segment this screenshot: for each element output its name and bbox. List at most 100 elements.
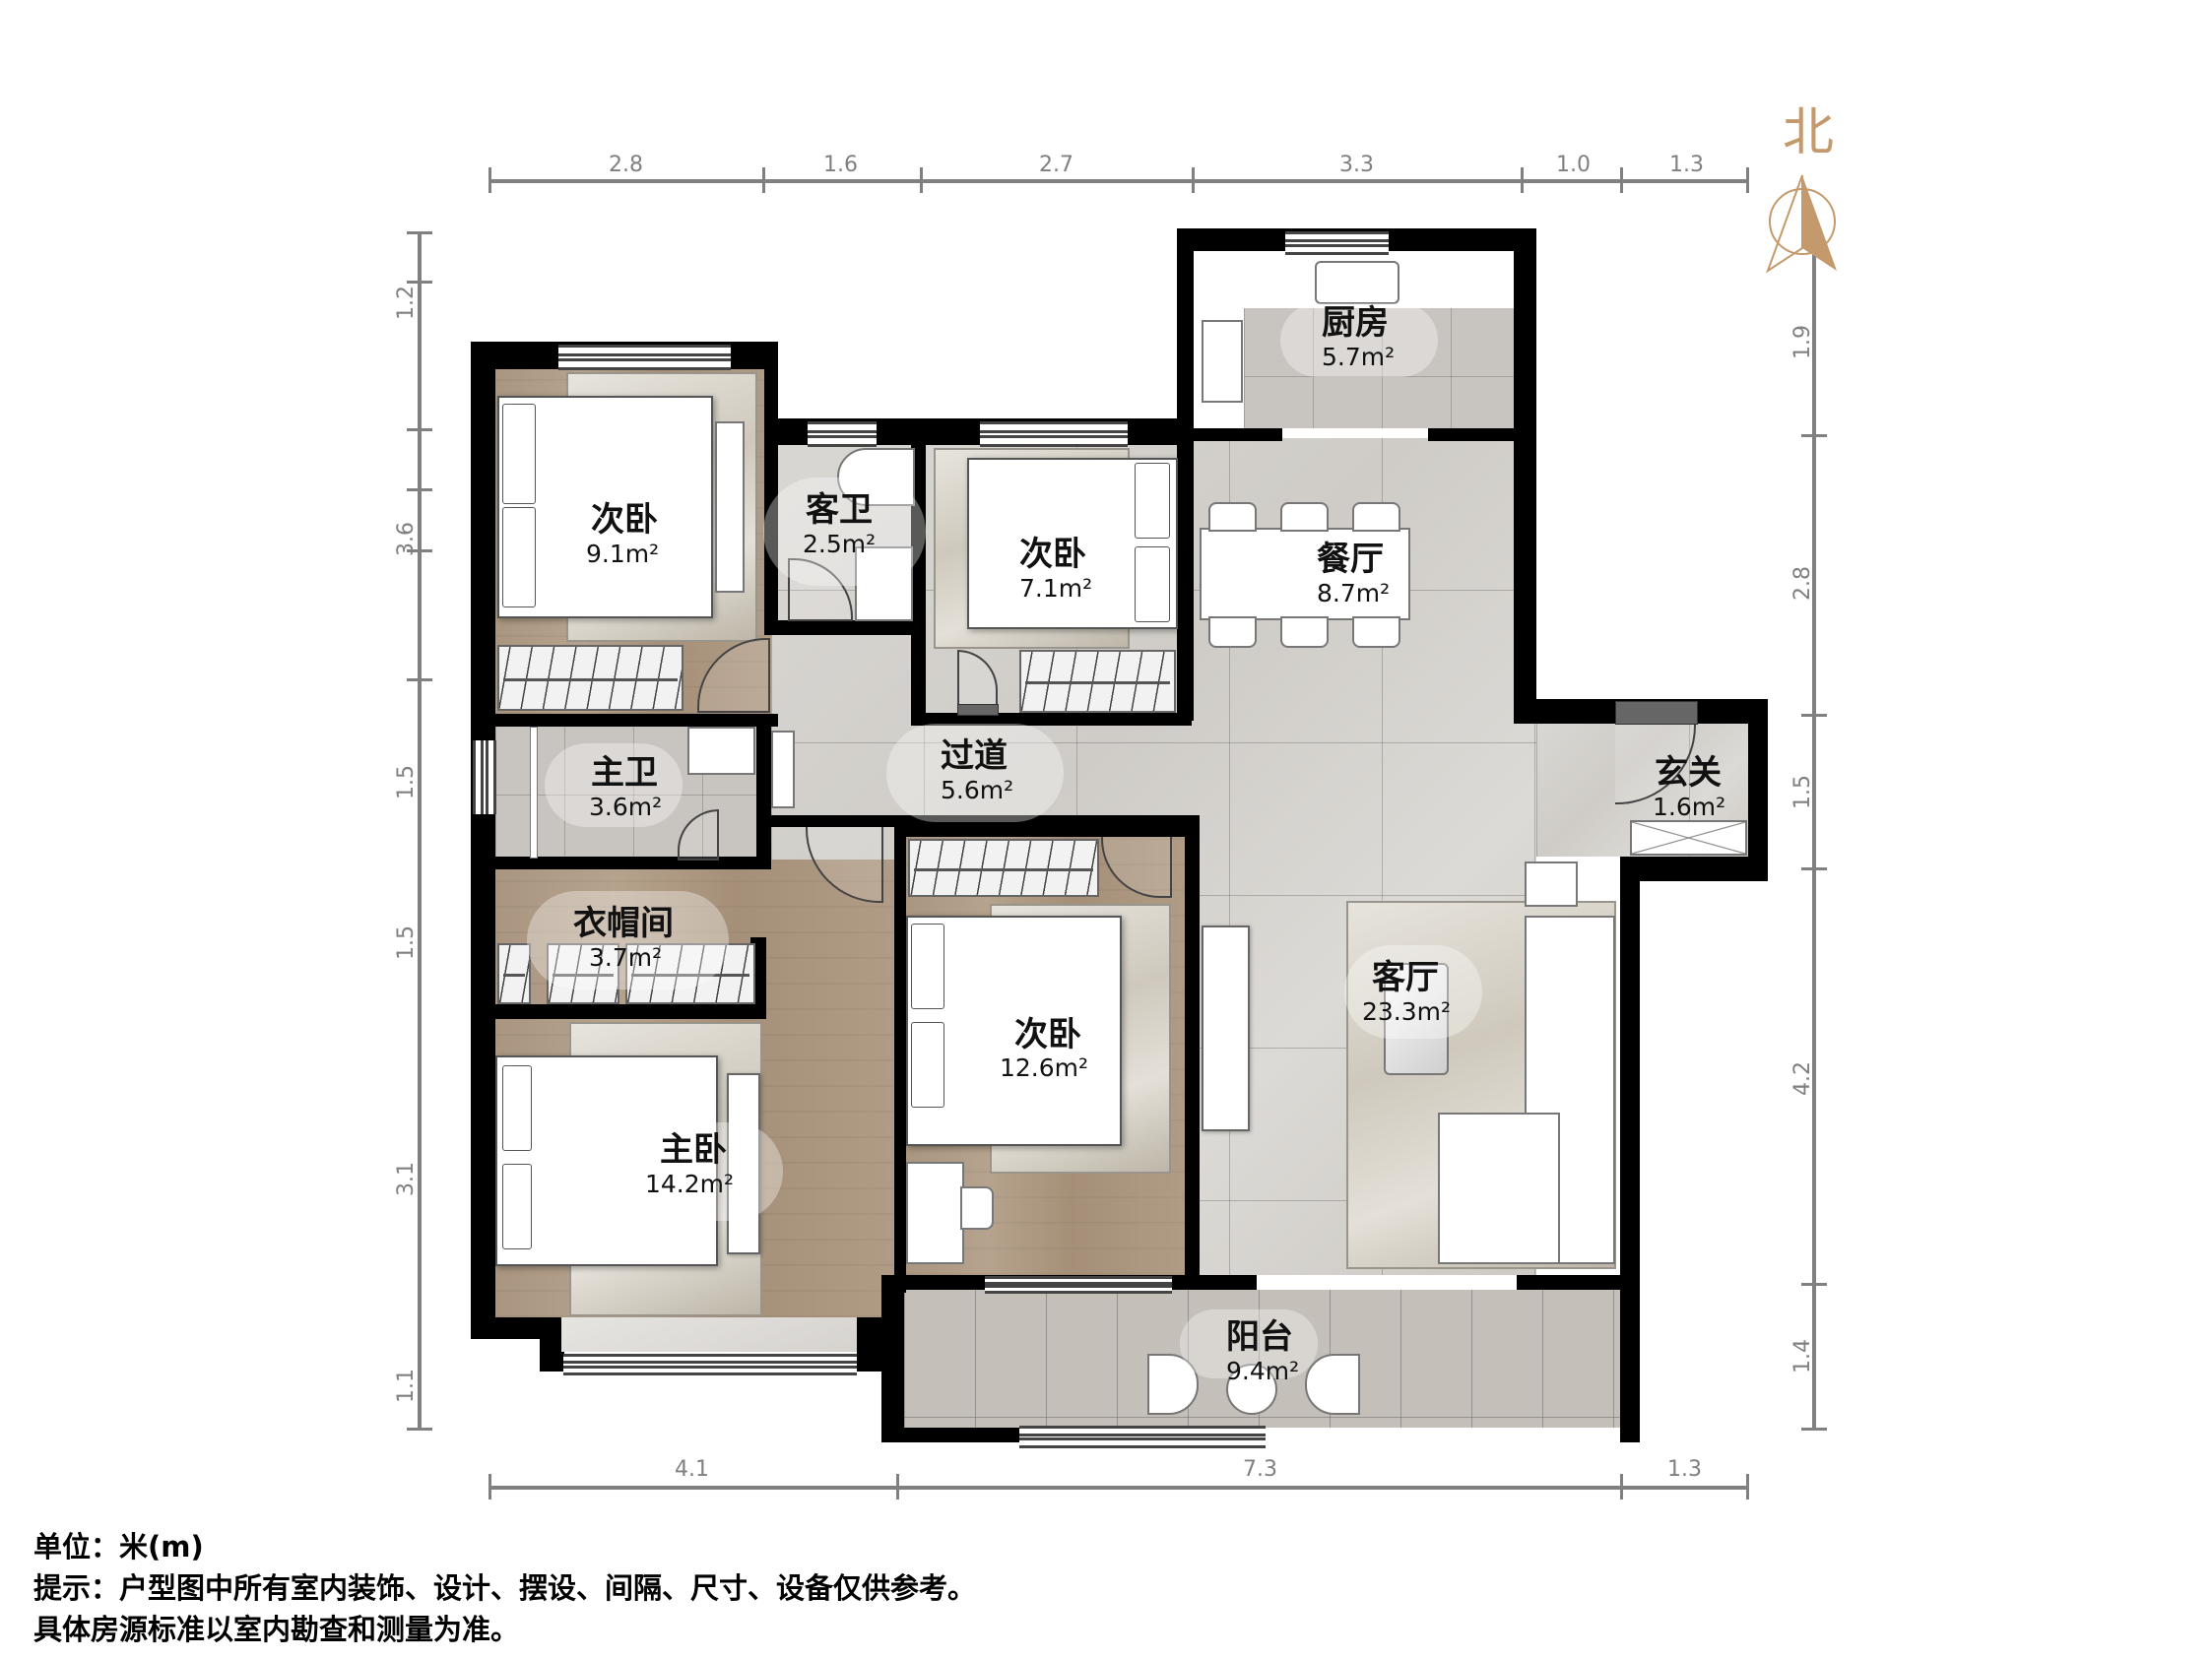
room-name: 次卧 (1019, 535, 1086, 574)
dim-bottom-1: 7.3 (1243, 1457, 1277, 1482)
room-area: 1.6m² (1653, 793, 1726, 821)
room-area: 7.1m² (1019, 574, 1093, 603)
cabinet (771, 731, 795, 808)
room-name: 阳台 (1226, 1317, 1293, 1357)
room-name: 主卫 (591, 753, 658, 793)
pillow (1135, 463, 1170, 539)
room-area: 5.7m² (1322, 343, 1396, 371)
dim-top-5: 1.3 (1669, 153, 1704, 177)
dim-left-3: 1.5 (394, 925, 419, 960)
dim-left-1: 3.6 (394, 522, 419, 556)
dim-left-5: 1.1 (394, 1369, 419, 1403)
room-name: 玄关 (1655, 753, 1722, 793)
sofa-chaise (1438, 1113, 1560, 1264)
room-name: 厨房 (1322, 303, 1389, 343)
desk (906, 1162, 964, 1264)
balcony-chair (1305, 1354, 1360, 1415)
measurement-note: 具体房源标准以室内勘查和测量为准。 (33, 1613, 520, 1646)
kitchen-sink (1315, 261, 1399, 304)
chair (1208, 616, 1257, 648)
window-bedroom-nw (558, 345, 731, 370)
dim-right-0: 1.9 (1790, 325, 1815, 359)
floor-kitchen-tile (1244, 308, 1515, 428)
wardrobe (908, 839, 1099, 897)
window-master-bath (473, 740, 496, 814)
label-halo (545, 743, 683, 827)
tv-cabinet (1202, 925, 1250, 1131)
shoe-cabinet (1630, 820, 1747, 856)
dim-left-4: 3.1 (394, 1162, 419, 1196)
dim-top-4: 1.0 (1556, 153, 1591, 177)
room-area: 5.6m² (941, 776, 1014, 804)
room-name: 次卧 (591, 500, 658, 540)
window-guest-bath (808, 421, 877, 447)
dim-right-3: 4.2 (1790, 1061, 1815, 1096)
desk (715, 421, 745, 593)
sink (855, 546, 913, 621)
room-area: 3.6m² (589, 793, 663, 821)
dim-top-1: 1.6 (823, 153, 858, 177)
pillow (502, 1065, 532, 1151)
dim-bottom-2: 1.3 (1667, 1457, 1702, 1482)
label-halo (630, 1122, 783, 1221)
tv-cabinet (727, 1073, 760, 1254)
dim-top-3: 3.3 (1339, 153, 1374, 177)
room-name: 主卧 (660, 1130, 727, 1170)
pillow (911, 924, 944, 1009)
dim-bottom-0: 4.1 (675, 1457, 709, 1482)
window-kitchen (1285, 231, 1389, 255)
pillow (502, 404, 536, 504)
room-area: 12.6m² (1000, 1053, 1089, 1082)
wardrobe (1019, 650, 1176, 713)
basin (687, 727, 755, 775)
toilet (837, 448, 915, 506)
pillow (502, 507, 536, 607)
room-name: 次卧 (1014, 1015, 1081, 1054)
dim-top-2: 2.7 (1039, 153, 1073, 177)
dim-right-1: 2.8 (1790, 566, 1815, 601)
room-name: 客厅 (1372, 958, 1439, 997)
chair (1352, 616, 1400, 648)
pillow (911, 1022, 944, 1108)
wardrobe (497, 943, 531, 1004)
label-halo (763, 478, 926, 586)
north-arrow-icon (1766, 174, 1837, 274)
dim-left-2: 1.5 (394, 765, 419, 799)
wardrobe (547, 943, 619, 1004)
chair (1208, 502, 1257, 532)
room-area: 9.1m² (586, 540, 660, 568)
label-halo (1180, 1309, 1318, 1378)
label-halo (886, 724, 1064, 822)
balcony-chair (1147, 1354, 1199, 1415)
compass-north-label: 北 (1783, 103, 1835, 162)
unit-note: 单位：米(m) (33, 1530, 204, 1563)
room-area: 14.2m² (645, 1170, 735, 1198)
pillow (1135, 546, 1170, 622)
room-name: 餐厅 (1317, 540, 1384, 579)
desk-chair (960, 1186, 994, 1230)
room-area: 2.5m² (803, 530, 877, 558)
dim-right-4: 1.4 (1790, 1339, 1815, 1373)
room-area: 3.7m² (589, 943, 663, 972)
room-area: 23.3m² (1362, 997, 1452, 1026)
pillow (502, 1164, 532, 1249)
label-halo (527, 891, 729, 989)
dim-left-0: 1.2 (394, 286, 419, 320)
label-halo (1280, 303, 1438, 377)
window-bedroom-s-balcony (985, 1276, 1172, 1294)
balcony-table (1226, 1364, 1277, 1415)
room-area: 9.4m² (1226, 1357, 1300, 1385)
stove (1202, 320, 1243, 403)
chair (1280, 616, 1329, 648)
label-halo (1344, 945, 1482, 1039)
bed (495, 1055, 718, 1266)
room-name: 客卫 (806, 490, 873, 530)
door-slab (957, 704, 999, 716)
disclaimer-note: 提示：户型图中所有室内装饰、设计、摆设、间隔、尺寸、设备仅供参考。 (33, 1571, 977, 1605)
wardrobe (625, 943, 755, 1004)
shower-screen (530, 727, 538, 859)
window-bedroom-n (980, 421, 1128, 447)
chair (1280, 502, 1329, 532)
window-master-bedroom (563, 1354, 857, 1375)
window-balcony (1019, 1426, 1266, 1448)
